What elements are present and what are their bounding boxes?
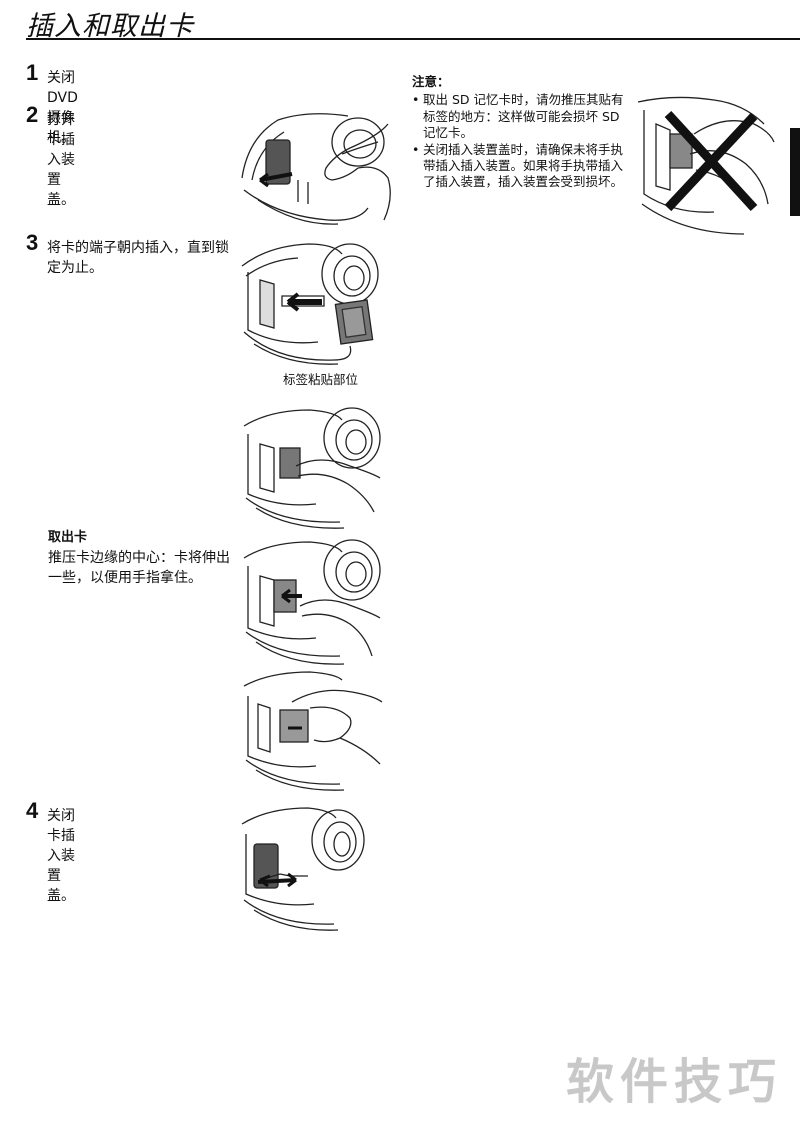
note-item: 取出 SD 记忆卡时，请勿推压其贴有标签的地方：这样做可能会损坏 SD 记忆卡。 xyxy=(412,92,630,141)
step-number: 3 xyxy=(26,230,39,255)
remove-card-section: 取出卡 推压卡边缘的中心：卡将伸出一些，以便用手指拿住。 xyxy=(48,528,233,588)
label-area-caption: 标签粘贴部位 xyxy=(283,372,359,387)
step-text: 关闭卡插入装置盖。 xyxy=(47,808,75,904)
notes-heading: 注意： xyxy=(412,74,450,89)
note-item: 关闭插入装置盖时，请确保未将手执带插入插入装置。如果将手执带插入了插入装置，插入… xyxy=(412,142,630,191)
step-number: 1 xyxy=(26,60,39,85)
caution-notes: 注意： 取出 SD 记忆卡时，请勿推压其贴有标签的地方：这样做可能会损坏 SD … xyxy=(412,74,630,191)
remove-card-text: 推压卡边缘的中心：卡将伸出一些，以便用手指拿住。 xyxy=(48,550,230,586)
camcorder-open-cover-illustration xyxy=(238,108,398,230)
page-title: 插入和取出卡 xyxy=(26,11,194,42)
step-text: 关闭 DVD 摄像机。 xyxy=(47,70,78,146)
camcorder-insert-card-illustration xyxy=(238,236,384,366)
step-number: 4 xyxy=(26,798,39,823)
watermark: 软件技巧 xyxy=(566,1054,783,1110)
camcorder-card-ejects-illustration xyxy=(240,536,386,668)
section-tab-marker xyxy=(790,128,800,216)
camcorder-pull-card-illustration xyxy=(240,668,386,794)
camcorder-close-cover-illustration xyxy=(238,804,368,932)
camcorder-press-card-illustration xyxy=(240,404,386,530)
step-text: 打开卡插入装置盖。 xyxy=(47,112,75,208)
step-number: 2 xyxy=(26,102,39,127)
remove-card-heading: 取出卡 xyxy=(48,530,88,545)
title-rule xyxy=(26,38,800,40)
step-text: 将卡的端子朝内插入，直到锁定为止。 xyxy=(47,240,229,276)
wrong-press-label-illustration xyxy=(634,94,776,240)
